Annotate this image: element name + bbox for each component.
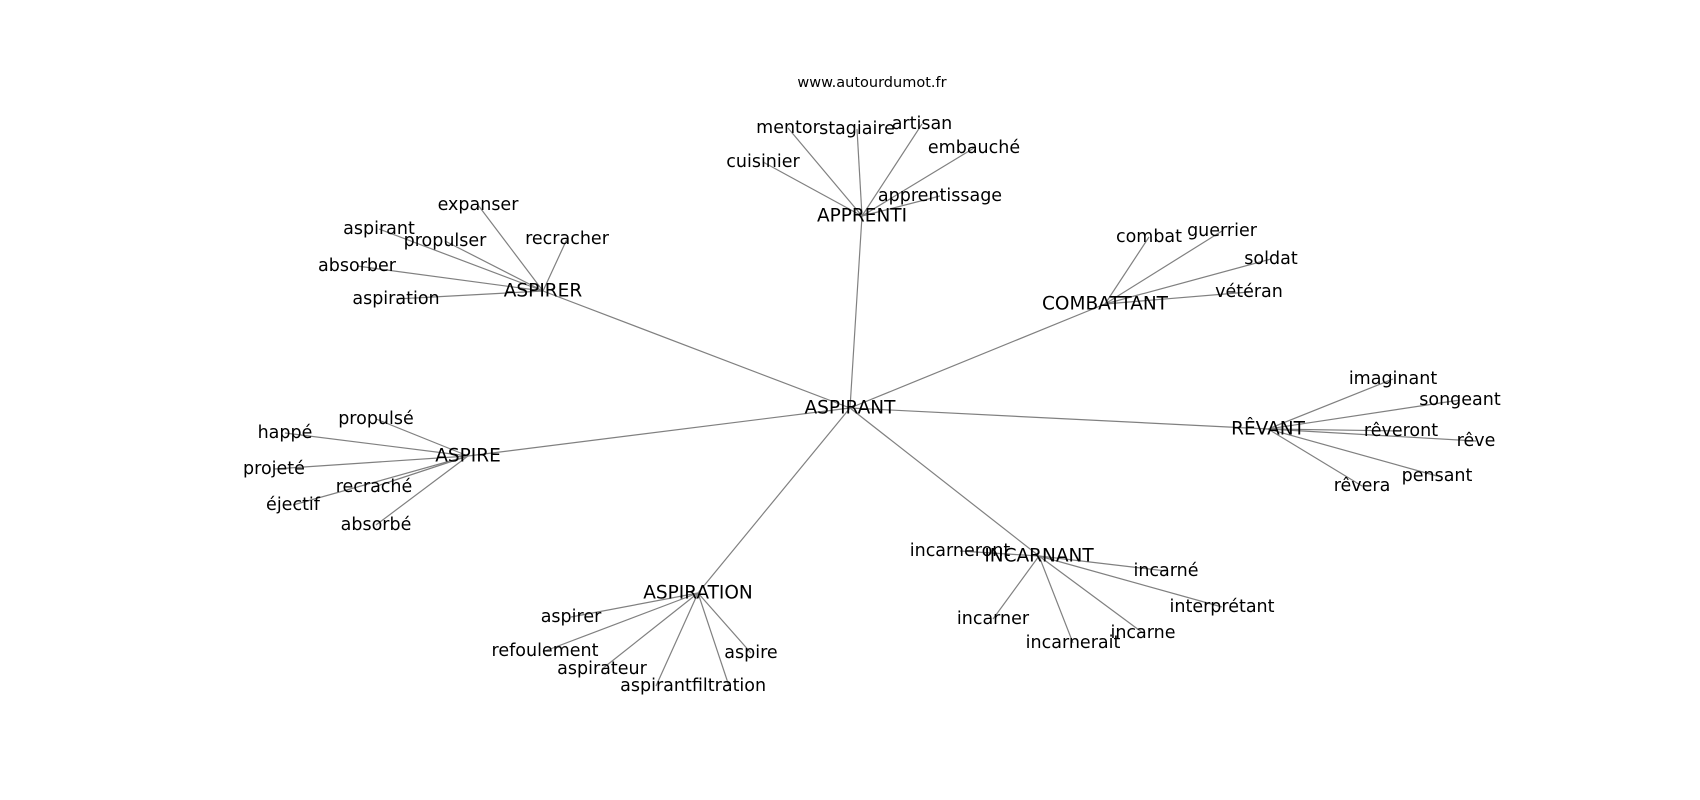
edge-center-to-hub (542, 290, 851, 409)
word-node: absorbé (341, 515, 412, 535)
edge-hub-to-word (375, 455, 469, 526)
edge-hub-to-word (861, 195, 941, 217)
edge-hub-to-word (378, 228, 544, 292)
word-node: interprétant (1170, 597, 1275, 617)
word-node: éjectif (266, 495, 321, 515)
edge-hub-to-word (395, 290, 544, 300)
edge-hub-to-word (601, 592, 699, 670)
edge-hub-to-word (1267, 428, 1402, 432)
word-node: pensant (1402, 466, 1473, 486)
word-node: vétéran (1215, 282, 1283, 302)
edge-center-to-hub (849, 215, 863, 409)
edge-hub-to-word (992, 555, 1040, 620)
word-node: propulsé (338, 409, 414, 429)
edge-hub-to-word (1267, 428, 1477, 442)
edge-hub-to-word (544, 592, 699, 652)
hub-node: ASPIRATION (643, 583, 753, 604)
word-node: embauché (928, 138, 1020, 158)
center-node: ASPIRANT (805, 398, 897, 419)
edge-hub-to-word (284, 432, 469, 457)
word-node: rêveront (1364, 421, 1438, 441)
word-node: aspire (724, 643, 777, 663)
edge-hub-to-word (542, 238, 568, 292)
word-node: refoulement (492, 641, 599, 661)
edge-hub-to-word (477, 204, 544, 292)
edge-hub-to-word (273, 455, 469, 470)
word-node: filtration (692, 676, 766, 696)
edge-hub-to-word (1267, 378, 1394, 430)
word-node: songeant (1419, 390, 1501, 410)
edge-hub-to-word (1267, 428, 1438, 477)
word-node: recracher (525, 229, 610, 249)
word-node: aspiration (352, 289, 439, 309)
edge-hub-to-word (655, 592, 699, 687)
hub-node: ASPIRE (435, 446, 501, 467)
edge-center-to-hub (849, 407, 1269, 430)
word-node: guerrier (1187, 221, 1258, 241)
word-node: incarnerait (1026, 633, 1121, 653)
edge-hub-to-word (292, 455, 469, 506)
word-node: aspirant (343, 219, 415, 239)
edge-center-to-hub (697, 407, 851, 594)
edge-center-to-hub (467, 407, 851, 457)
word-node: cuisinier (726, 152, 800, 172)
edge-hub-to-word (1104, 291, 1250, 305)
hub-node: INCARNANT (984, 546, 1094, 567)
edge-hub-to-word (697, 592, 752, 654)
graph-edges (273, 123, 1477, 687)
hub-node: ASPIRER (504, 281, 583, 302)
hub-node: RÊVANT (1231, 418, 1306, 440)
word-node: rêvera (1334, 476, 1391, 496)
word-node: aspirant (620, 676, 692, 696)
edge-hub-to-word (444, 240, 544, 292)
word-node: mentor (756, 118, 820, 138)
word-node: incarner (957, 609, 1030, 629)
edge-hub-to-word (1038, 555, 1144, 634)
word-node: incarneront (910, 541, 1011, 561)
word-node: projeté (243, 459, 305, 479)
edge-hub-to-word (373, 455, 469, 488)
edge-hub-to-word (697, 592, 730, 687)
edge-hub-to-word (570, 592, 699, 618)
edge-hub-to-word (1267, 428, 1363, 487)
word-node: artisan (892, 114, 953, 134)
word-node: apprentissage (878, 186, 1002, 206)
word-node: happé (258, 423, 313, 443)
hub-node: COMBATTANT (1042, 294, 1169, 315)
edge-hub-to-word (356, 265, 544, 292)
word-node: stagiaire (819, 119, 895, 139)
edge-hub-to-word (1104, 230, 1223, 305)
edge-center-to-hub (849, 407, 1040, 557)
edge-hub-to-word (861, 123, 923, 217)
word-node: imaginant (1349, 369, 1438, 389)
word-node: rêve (1457, 431, 1496, 451)
word-node: soldat (1244, 249, 1298, 269)
edge-hub-to-word (959, 550, 1040, 557)
edge-hub-to-word (762, 161, 863, 217)
edge-hub-to-word (1267, 399, 1461, 430)
edge-hub-to-word (787, 127, 863, 217)
edge-hub-to-word (1038, 555, 1167, 572)
edge-center-to-hub (849, 303, 1106, 409)
edge-hub-to-word (856, 128, 863, 217)
edge-hub-to-word (1104, 236, 1150, 305)
word-node: aspirer (541, 607, 602, 627)
word-node: recraché (336, 477, 413, 497)
edge-hub-to-word (375, 418, 469, 457)
word-node: expanser (438, 195, 520, 215)
website-label: www.autourdumot.fr (797, 75, 946, 91)
word-node: propulser (404, 231, 488, 251)
edge-hub-to-word (861, 147, 975, 217)
edge-hub-to-word (1104, 258, 1272, 305)
word-node: combat (1116, 227, 1182, 247)
hub-node: APPRENTI (817, 206, 907, 227)
word-node: absorber (318, 256, 397, 276)
word-node: aspirateur (557, 659, 647, 679)
edge-hub-to-word (1038, 555, 1074, 644)
word-node: incarne (1110, 623, 1175, 643)
word-node: incarné (1133, 561, 1198, 581)
edge-hub-to-word (1038, 555, 1223, 608)
